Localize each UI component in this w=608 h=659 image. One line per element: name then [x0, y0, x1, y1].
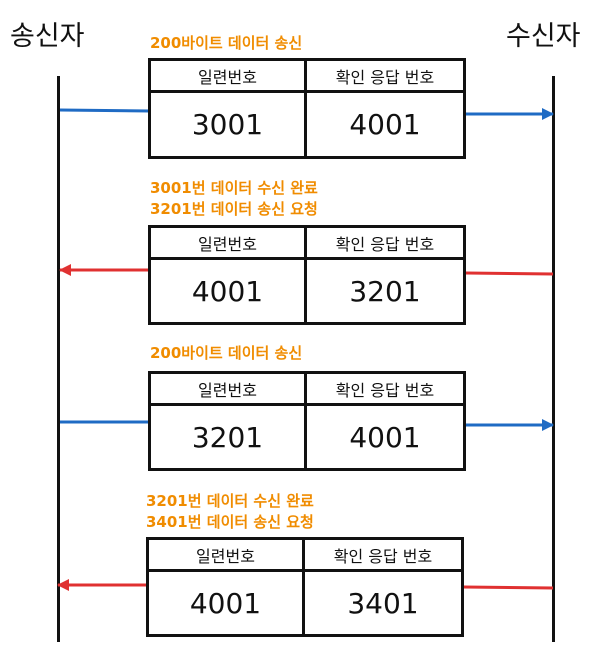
message-4-arrow-in — [463, 585, 554, 590]
seq-header: 일련번호 — [151, 374, 307, 406]
seq-value: 3001 — [151, 93, 307, 156]
message-1-caption: 200바이트 데이터 송신 — [150, 33, 302, 54]
message-3-packet: 일련번호 확인 응답 번호 3201 4001 — [148, 371, 466, 471]
message-1-caption-line1: 200바이트 데이터 송신 — [150, 34, 303, 52]
ack-value: 4001 — [349, 420, 421, 454]
receiver-lifeline — [552, 76, 555, 642]
message-1-arrow-in — [59, 108, 151, 113]
message-3-caption: 200바이트 데이터 송신 — [150, 343, 302, 364]
message-4-caption-line2: 3401번 데이터 송신 요청 — [146, 513, 314, 531]
sender-label: 송신자 — [10, 21, 85, 52]
ack-header: 확인 응답 번호 — [305, 540, 461, 572]
message-2-caption: 3001번 데이터 수신 완료 3201번 데이터 송신 요청 — [150, 178, 318, 220]
ack-value: 4001 — [349, 108, 421, 141]
ack-header: 확인 응답 번호 — [307, 374, 463, 406]
seq-header: 일련번호 — [151, 228, 307, 260]
message-2-packet: 일련번호 확인 응답 번호 4001 3201 — [148, 225, 466, 325]
receiver-label: 수신자 — [506, 21, 581, 52]
seq-value: 3201 — [151, 406, 307, 468]
seq-header: 일련번호 — [151, 61, 307, 93]
seq-value: 4001 — [149, 572, 305, 634]
ack-header: 확인 응답 번호 — [307, 61, 463, 93]
message-4-caption: 3201번 데이터 수신 완료 3401번 데이터 송신 요청 — [146, 491, 314, 533]
message-2-caption-line2: 3201번 데이터 송신 요청 — [150, 200, 318, 218]
sender-lifeline — [57, 76, 60, 642]
ack-header: 확인 응답 번호 — [307, 228, 463, 260]
message-1-packet: 일련번호 확인 응답 번호 3001 4001 — [148, 58, 466, 159]
message-2-arrow-in — [465, 271, 554, 276]
message-4-packet: 일련번호 확인 응답 번호 4001 3401 — [146, 537, 464, 637]
ack-value: 3401 — [347, 586, 419, 620]
seq-value: 4001 — [151, 260, 307, 322]
ack-value: 3201 — [349, 274, 421, 308]
message-4-caption-line1: 3201번 데이터 수신 완료 — [146, 492, 314, 510]
seq-header: 일련번호 — [149, 540, 305, 572]
message-3-caption-line1: 200바이트 데이터 송신 — [150, 344, 303, 362]
message-2-caption-line1: 3001번 데이터 수신 완료 — [150, 179, 318, 197]
